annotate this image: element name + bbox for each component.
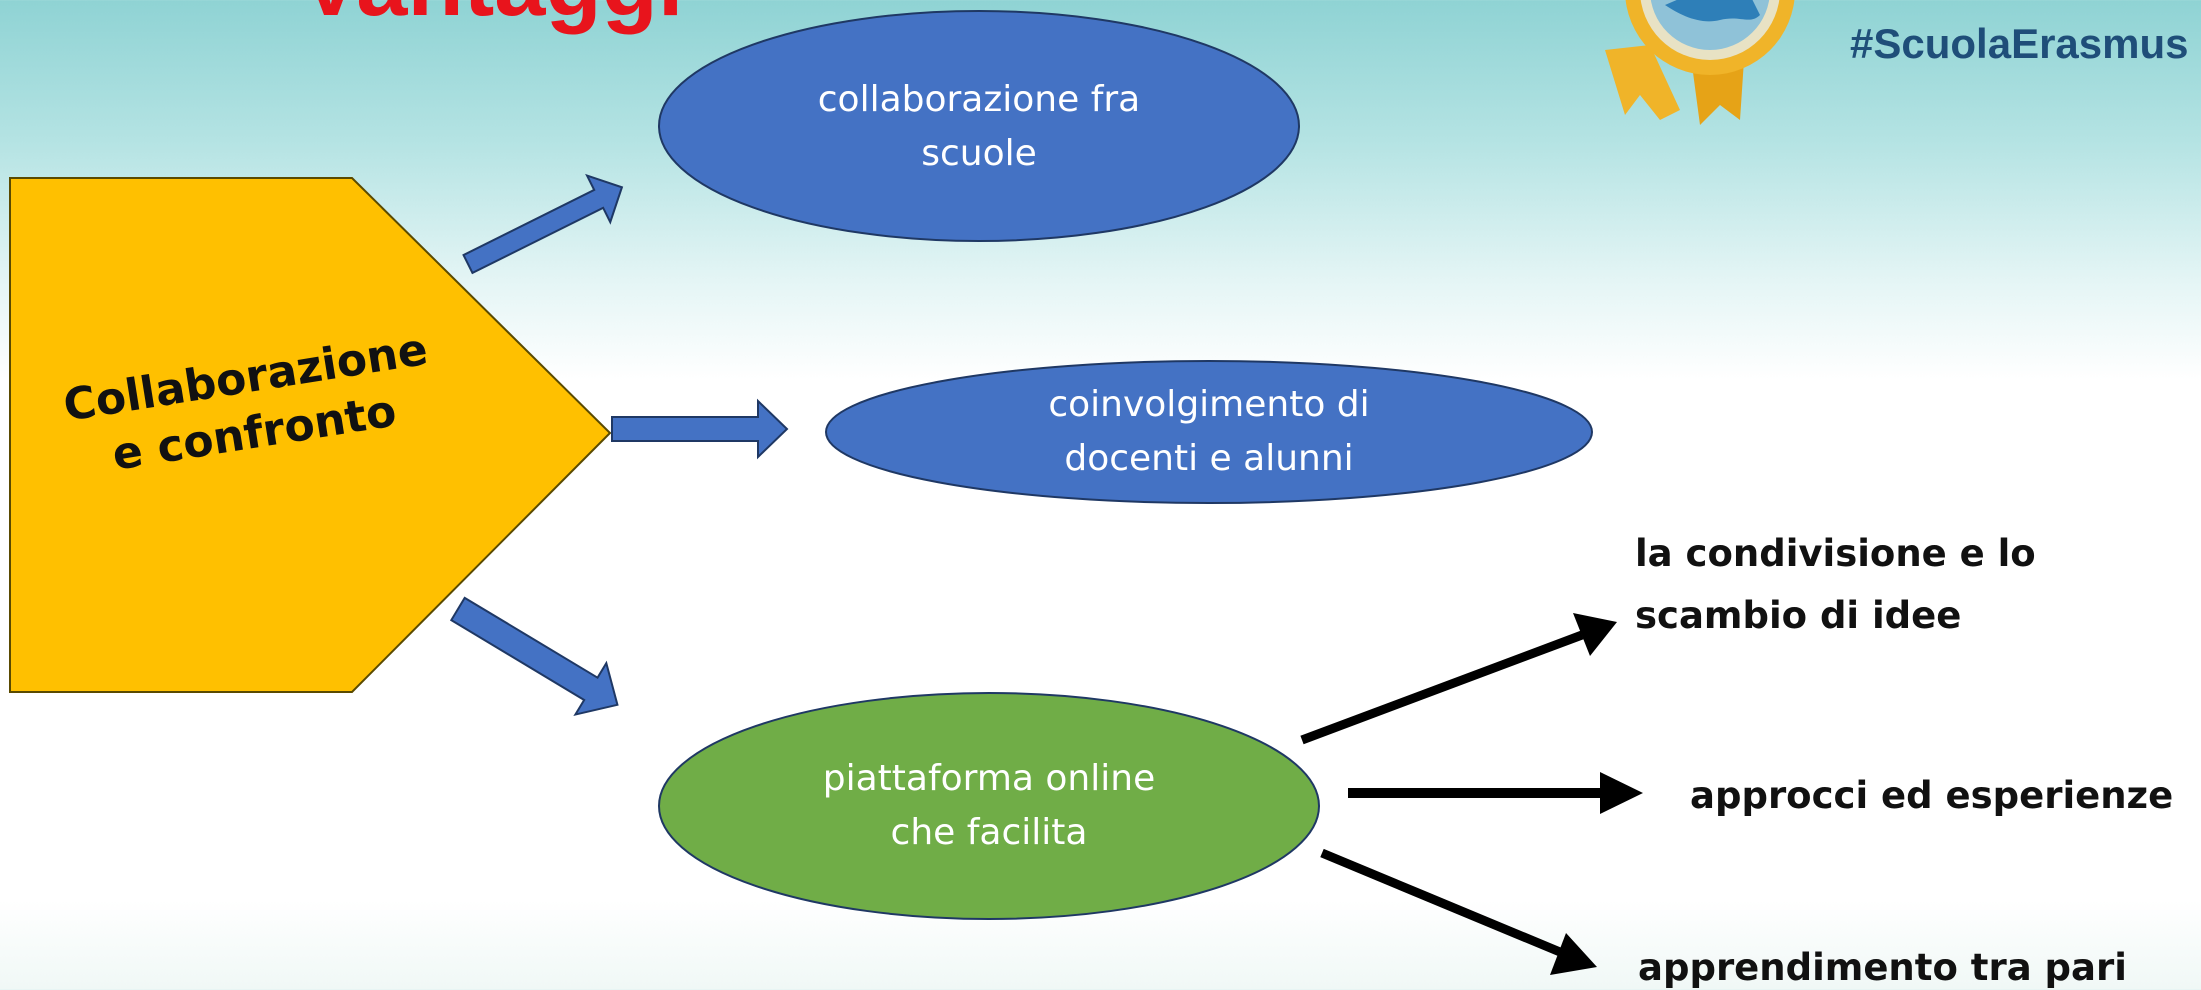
hashtag-label: #ScuolaErasmus	[1850, 20, 2189, 67]
ellipse-coinvolgimento	[825, 360, 1593, 504]
benefit-label-collaborazione: collaborazione fra scuole	[817, 79, 1141, 174]
arrow-to-apprendimento-icon	[1320, 848, 1597, 975]
arrow-to-collaborazione-icon	[462, 173, 624, 275]
arrow-to-approcci-icon	[1348, 772, 1643, 814]
central-pentagon-shape	[9, 177, 612, 693]
outcome-approcci: approcci ed esperienze	[1690, 774, 2174, 817]
benefit-label-piattaforma: piattaforma online che facilita	[822, 758, 1156, 853]
erasmus-badge-logo	[1605, 0, 1795, 125]
page-title: Vantaggi	[300, 0, 683, 30]
arrow-to-piattaforma-icon	[449, 596, 619, 717]
outcome-condivisione: la condivisione e lo scambio di idee	[1635, 532, 2036, 637]
ellipse-piattaforma	[658, 692, 1320, 920]
ellipse-collaborazione	[658, 10, 1300, 242]
arrow-to-coinvolgimento-icon	[611, 398, 789, 460]
benefit-label-coinvolgimento: coinvolgimento di docenti e alunni	[1048, 384, 1370, 479]
badge-ribbon-left-icon	[1605, 45, 1680, 120]
badge-map-icon	[1665, 0, 1760, 22]
outcome-apprendimento: apprendimento tra pari	[1638, 946, 2127, 989]
arrow-to-condivisione-icon	[1300, 613, 1617, 745]
